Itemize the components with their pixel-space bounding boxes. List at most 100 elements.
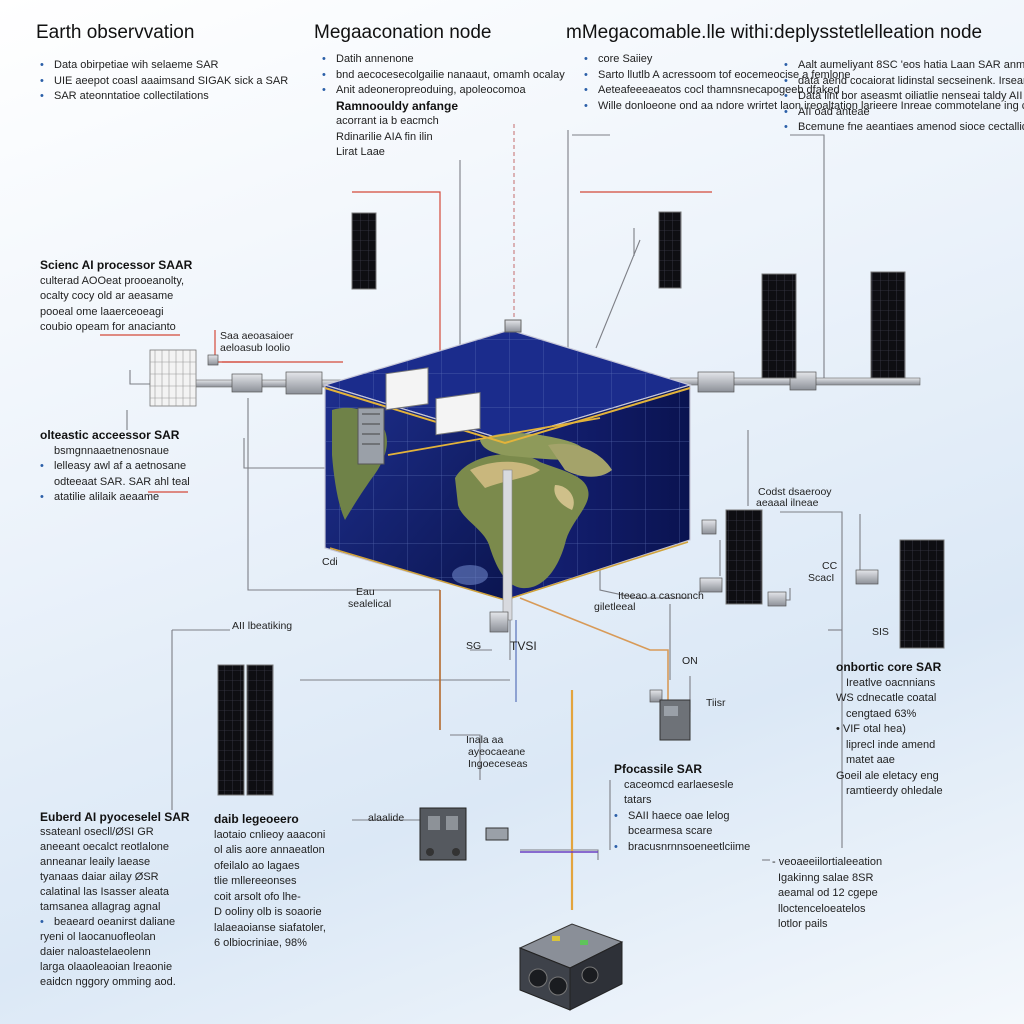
onboard-line-3: anneanar leaily laease [40, 856, 151, 868]
bottom-right-line-3: aeamal od 12 cgepe [778, 887, 878, 899]
obc-line-4: • VIF otal hea) [836, 723, 906, 735]
olteastic-processor-title: olteastic acceessor SAR [40, 428, 180, 442]
olteastic-line-3: odteeaat SAR. SAR ahl teal [54, 475, 190, 488]
label-sealelical: sealelical [348, 598, 392, 610]
earth-obs-item-2: UIE aeepot coasl aaaimsand SIGAK sick a … [40, 74, 288, 90]
label-alaalide: alaalide [368, 812, 405, 824]
small-label-1: Saa aeoasaioer [220, 330, 294, 342]
mega-node-sub-line-1: acorrant ia b eacmch [336, 115, 439, 127]
label-sis: SIS [872, 626, 889, 638]
data-processing-title: daib legeoeero [214, 812, 299, 826]
far-right-item-3: Data lint bor aseasmt oiliatlie nenseai … [784, 89, 1024, 105]
right-boom [669, 371, 921, 393]
bottom-right-line-1: - veoaeeiilortialeeation [772, 856, 883, 868]
obc-line-7: Goeil ale eletacy eng [836, 769, 939, 782]
right-mid-item-2: Sarto llutlb A acressoom tof eocemeocise… [584, 68, 851, 84]
mega-node-item-1: Datih annenone [322, 52, 512, 68]
onboard-ai-sar-block: Euberd AI pyoceselel SAR ssateanl osecll… [40, 810, 210, 990]
bottom-right-block: - veoaeeiilortialeeation Igakinng salae … [772, 855, 952, 933]
olteastic-line-1: bsmgnnaaetnenosnaue [54, 444, 169, 457]
label-tvsi: TVSI [510, 639, 537, 653]
lower-module [419, 807, 509, 861]
science-ai-line-3: pooeal ome laaerceoeagi [40, 305, 164, 318]
solar-panel-top-left [351, 212, 377, 290]
solar-panel-top-right [658, 211, 682, 289]
right-mid-item-1: core Saiiey [584, 52, 754, 68]
far-right-item-4: AII oad anteae [784, 105, 984, 121]
title-megaconstellation-node: Megaaconation node [314, 22, 492, 43]
earth-observation-list: Data obirpetiae wih selaeme SAR UIE aeep… [40, 58, 288, 105]
obc-line-8: ramtieerdy ohledale [846, 785, 943, 797]
mega-node-list: Datih annenone bnd aecocesecolgailie nan… [322, 52, 565, 161]
olteastic-line-2: lelleasy awl af a aetnosane [40, 459, 230, 475]
far-right-item-2: data aend cocaiorat lidinstal secseinenk… [784, 74, 1024, 90]
onboard-tail-4: eaidcn nggory omming aod. [40, 976, 176, 988]
label-inala: Inala aa [466, 734, 504, 746]
olteastic-line-4: atatilie alilaik aeaame [40, 490, 230, 506]
signal-cables [439, 590, 669, 910]
obc-line-1: Ireatlve oacnnians [846, 676, 936, 689]
data-proc-line-6: D ooliny olb is soaorie [214, 906, 322, 918]
onboard-tail-2: daier naloastelaeolenn [40, 946, 151, 958]
obc-line-3: cengtaed 63% [846, 707, 917, 720]
science-ai-processor-block: Scienc AI processor SAAR culterad AOOeat… [40, 258, 230, 336]
proc-sar-line-2: tatars [624, 794, 652, 806]
right-mid-item-4: Wille donloeone ond aa ndore wrirtet lao… [584, 99, 1024, 115]
proc-sar-item-2: bcearmesa scare [628, 825, 713, 837]
instrument-panel-2 [435, 391, 481, 436]
obc-line-5: liprecl inde amend [846, 738, 936, 751]
label-aii-tracking: AII lbeatiking [232, 620, 293, 632]
solar-panel-far-right [899, 539, 945, 649]
onboard-line-5: calatinal las Isasser aleata [40, 886, 170, 898]
mega-node-item-2: bnd aecocesecolgailie nanaaut, omamh oca… [322, 68, 565, 84]
proc-sar-line-1: caceomcd earlaesesle [624, 778, 734, 791]
onboard-line-6: tamsanea allagrag agnal [40, 901, 161, 913]
obc-line-6: matet aae [846, 754, 895, 766]
solar-panel-right-2 [870, 271, 906, 379]
far-right-list: Aalt aumeliyant 8SC 'eos hatia Laan SAR … [784, 58, 1024, 136]
proc-sar-item-3: bracusnrnnsoeneetlciime [614, 840, 784, 856]
bottom-right-line-2: Igakinng salae 8SR [778, 871, 874, 884]
science-ai-line-4: coubio opeam for anacianto [40, 321, 176, 333]
right-mid-item-3: Aeteafeeeaeatos cocl thamnsnecapogeeb df… [584, 83, 840, 99]
instrument-panel-1 [385, 367, 429, 411]
label-iteeao: Iteeao a casnonch [618, 590, 704, 602]
title-earth-observation: Earth observvation [36, 22, 195, 43]
small-label-2: aeloasub loolio [220, 342, 291, 354]
label-cc: CC [822, 560, 838, 572]
mega-node-sub-line-2: Rdinarilie AIA fin ilin [336, 130, 433, 143]
proc-sar-item-1: SAII haece oae lelog [614, 809, 784, 825]
science-ai-processor-title: Scienc AI processor SAAR [40, 258, 193, 272]
earth-cube [322, 319, 693, 621]
data-proc-line-3: ofeilalo ao lagaes [214, 859, 300, 872]
label-scaci: ScacI [808, 572, 835, 584]
solar-panel-right-1 [761, 273, 797, 379]
mega-node-item-3: Anit adeoneropreoduing, apoleocomoa [322, 83, 526, 99]
label-sg: SG [466, 640, 482, 652]
data-proc-line-8: 6 olbiocriniae, 98% [214, 937, 307, 949]
onboard-ai-sar-title: Euberd AI pyoceselel SAR [40, 810, 190, 824]
data-proc-line-7: lalaeaoianse siafatoler, [214, 921, 326, 934]
bottom-right-line-4: lloctenceloeatelos [778, 902, 866, 915]
science-ai-line-1: culterad AOOeat prooeanolty, [40, 274, 185, 287]
science-ai-line-2: ocalty cocy old ar aeasame [40, 290, 174, 302]
leader-lines [126, 130, 861, 861]
left-boom [149, 349, 371, 407]
data-proc-line-2: ol alis aore annaeatlon [214, 844, 325, 856]
onboard-line-4: tyanaas daiar ailay ØSR [40, 871, 159, 883]
onboard-item-1: beaeard oeanirst daliane [40, 915, 210, 930]
label-cdi: Cdi [322, 556, 338, 568]
right-mid-list: core Saiiey Sarto llutlb A acressoom tof… [584, 52, 1024, 115]
label-ingoeceseas: Ingoeceseas [468, 758, 528, 770]
ground-station-box [518, 923, 624, 1011]
onboard-core-sar-block: onbortic core SAR Ireatlve oacnnians WS … [836, 660, 1016, 800]
label-eau: Eau [356, 586, 375, 598]
obc-line-2: WS cdnecatle coatal [836, 692, 937, 704]
label-codst: Codst dsaerooy [758, 486, 832, 498]
mega-node-sub-title: Ramnoouldy anfange [336, 98, 459, 113]
olteastic-processor-block: olteastic acceessor SAR bsmgnnaaetnenosn… [40, 428, 230, 506]
far-right-item-1: Aalt aumeliyant 8SC 'eos hatia Laan SAR … [784, 58, 1024, 74]
label-tiisr: Tiisr [706, 697, 726, 709]
label-giletleeal: giletleeal [594, 601, 636, 613]
